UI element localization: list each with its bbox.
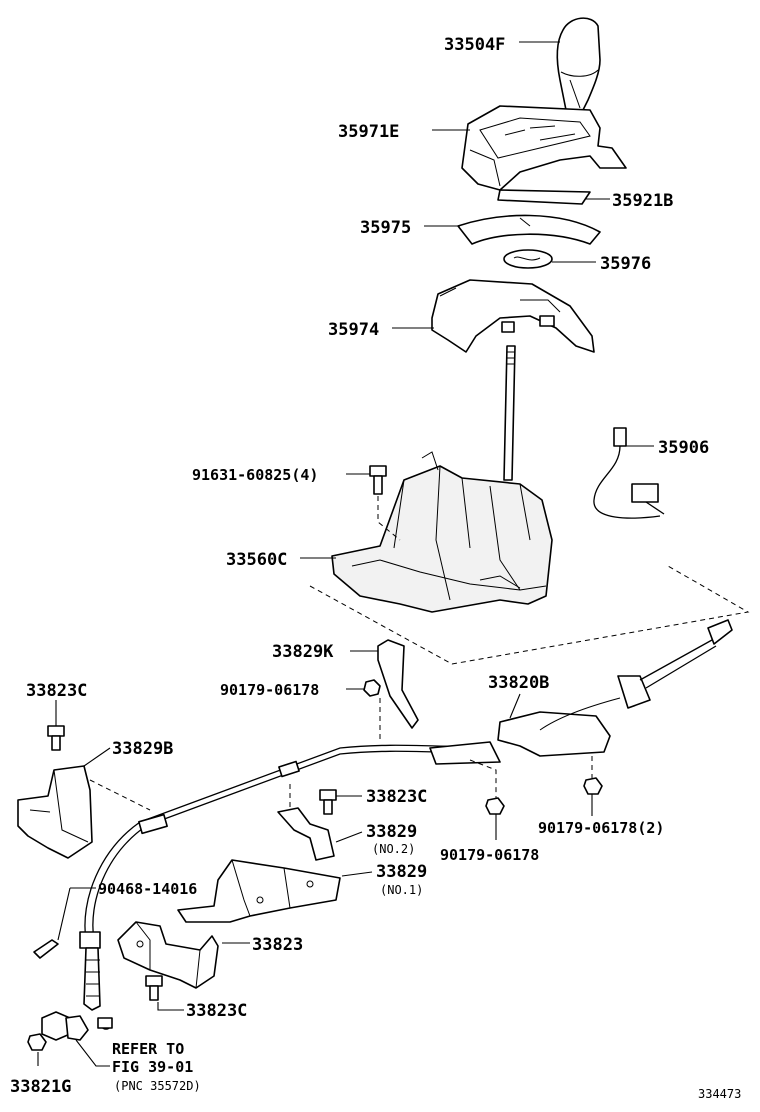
refer-note-line1: REFER TO [112, 1040, 184, 1058]
part-label-nut-b: 90179-06178 [440, 846, 539, 864]
part-label-shift-lever: 33560C [226, 550, 287, 570]
plate-drawing [497, 189, 591, 205]
shift-knob-drawing [556, 17, 601, 113]
clip-drawing [33, 939, 59, 959]
bracket-b-drawing [17, 765, 93, 859]
part-label-bracket-k: 33829K [272, 642, 334, 662]
part-label-plate: 35921B [612, 191, 673, 211]
nut-b-drawing [485, 797, 505, 815]
shift-lever-drawing [331, 345, 553, 613]
part-label-support: 33823 [252, 935, 303, 955]
bracket-no2-drawing [277, 807, 335, 861]
bolt-c2-drawing [319, 789, 337, 815]
part-label-bolt-c3: 33823C [186, 1001, 247, 1021]
disc-drawing [503, 249, 553, 269]
part-label-wire: 35906 [658, 438, 709, 458]
part-label-bracket-no2: 33829 [366, 822, 417, 842]
part-label-nut-c: 90179-06178(2) [538, 819, 664, 837]
part-note-bracket-no2: (NO.2) [372, 842, 415, 856]
support-drawing [117, 921, 219, 989]
housing-cover-drawing [431, 279, 595, 353]
nut-c-drawing [583, 777, 603, 795]
part-label-clip: 90468-14016 [98, 880, 197, 898]
part-label-housing-cover: 35974 [328, 320, 379, 340]
bolt-c3-drawing [145, 975, 163, 1001]
bracket-no1-drawing [177, 859, 341, 923]
part-label-bracket-no1: 33829 [376, 862, 427, 882]
upper-panel-drawing [461, 105, 627, 191]
indicator-drawing [457, 214, 601, 245]
bracket-k-drawing [377, 639, 419, 729]
part-label-disc: 35976 [600, 254, 651, 274]
part-label-bolt: 91631-60825(4) [192, 466, 318, 484]
nut-a-drawing [363, 679, 381, 697]
part-label-knob: 33504F [444, 35, 505, 55]
cable-drawing [79, 619, 733, 1030]
part-label-nut-a: 90179-06178 [220, 681, 319, 699]
refer-note-line2: FIG 39-01 [112, 1058, 193, 1076]
figure-number: 334473 [698, 1087, 741, 1101]
part-label-upper-panel: 35971E [338, 122, 399, 142]
part-label-bolt-c2: 33823C [366, 787, 427, 807]
bolt-c1-drawing [47, 725, 65, 751]
bolt-drawing [369, 465, 387, 495]
part-label-bushing: 33821G [10, 1077, 71, 1097]
part-label-cable: 33820B [488, 673, 549, 693]
part-label-bracket-b: 33829B [112, 739, 173, 759]
part-note-bracket-no1: (NO.1) [380, 883, 423, 897]
refer-note-line3: (PNC 35572D) [114, 1079, 201, 1093]
wire-drawing [593, 427, 665, 519]
part-label-bolt-c1: 33823C [26, 681, 87, 701]
bushing-drawing [27, 1011, 113, 1051]
part-label-indicator: 35975 [360, 218, 411, 238]
